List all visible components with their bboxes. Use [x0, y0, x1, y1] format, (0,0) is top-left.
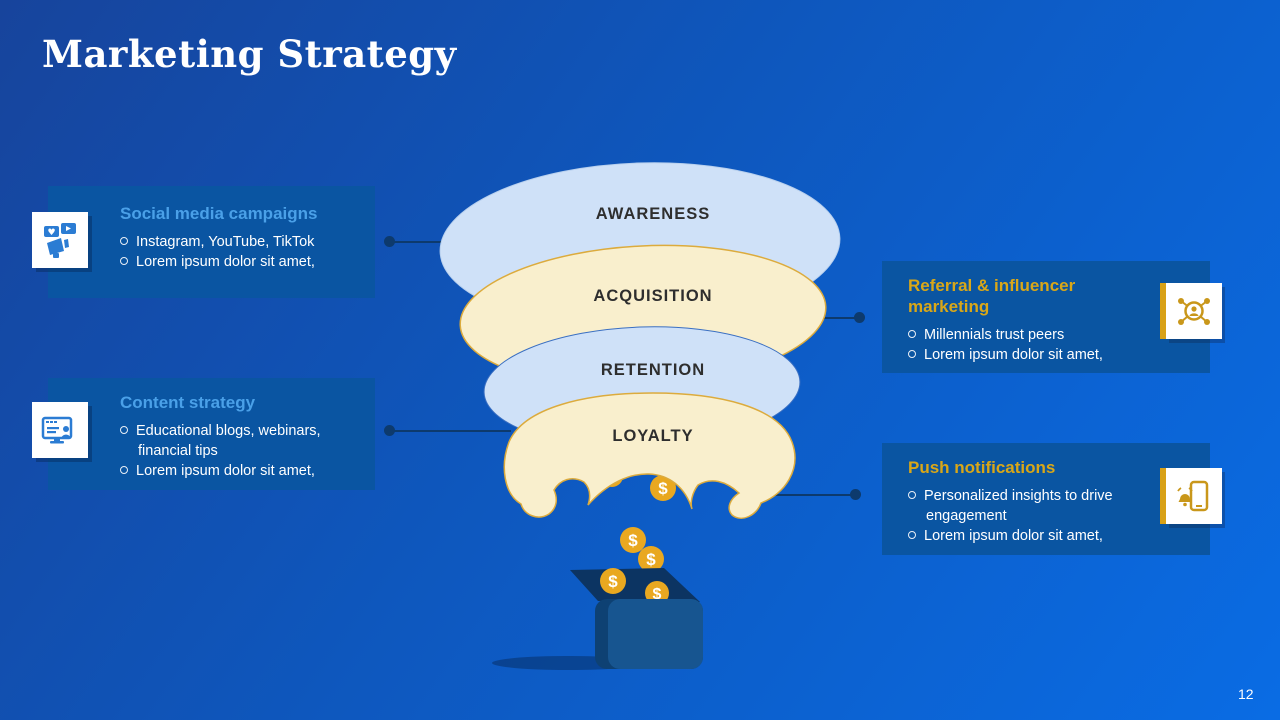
callout-social-media: Social media campaigns Instagram, YouTub… [48, 186, 375, 298]
svg-text:$: $ [608, 572, 618, 591]
connector-line [760, 494, 852, 496]
bullet-item: Lorem ipsum dolor sit amet, [908, 345, 1114, 365]
influencer-network-icon [1178, 298, 1210, 325]
coin: $ [600, 568, 626, 594]
bullet-circle-icon [120, 257, 128, 265]
bullet-item: Lorem ipsum dolor sit amet, [120, 252, 345, 272]
coin: $ [650, 475, 676, 501]
icon-tile [1160, 468, 1222, 524]
bullet-item: Instagram, YouTube, TikTok [120, 232, 345, 252]
page-number: 12 [1238, 686, 1254, 702]
money-box-body [608, 599, 703, 669]
bullet-circle-icon [120, 426, 128, 434]
svg-text:$: $ [646, 550, 656, 569]
svg-text:$: $ [653, 586, 662, 603]
callout-bullets: Millennials trust peers Lorem ipsum dolo… [908, 325, 1114, 365]
bullet-circle-icon [908, 531, 916, 539]
bullet-item: Lorem ipsum dolor sit amet, [908, 526, 1114, 546]
callout-push-notifications: Push notifications Personalized insights… [882, 443, 1210, 555]
callout-bullets: Personalized insights to drive engagemen… [908, 486, 1114, 546]
bullet-item: Lorem ipsum dolor sit amet, [120, 461, 345, 481]
svg-text:$: $ [628, 531, 638, 550]
callout-content-strategy: Content strategy Educational blogs, webi… [48, 378, 375, 490]
funnel-stage-loyalty [503, 392, 796, 519]
bullet-circle-icon [908, 330, 916, 338]
callout-title: Push notifications [908, 458, 1056, 477]
callout-title: Social media campaigns [120, 204, 318, 223]
content-strategy-browser-icon [41, 416, 73, 444]
connector-line [818, 317, 856, 319]
callout-title: Referral & influencer marketing [908, 276, 1076, 316]
callout-bullets: Instagram, YouTube, TikTok Lorem ipsum d… [120, 232, 345, 272]
stage-label-awareness: AWARENESS [596, 205, 710, 223]
callout-bullets: Educational blogs, webinars, financial t… [120, 421, 345, 481]
page-title: Marketing Strategy [42, 32, 457, 76]
stage-label-acquisition: ACQUISITION [593, 287, 712, 305]
marketing-funnel-diagram: AWARENESS ACQUISITION RETENTION $ $ LOYA… [439, 162, 841, 670]
social-media-megaphone-icon: ♥ [44, 223, 76, 258]
icon-tile: ♥ [32, 212, 88, 268]
icon-tile [1160, 283, 1222, 339]
money-box-flap [570, 568, 700, 602]
connector-dot [384, 236, 395, 247]
bullet-circle-icon [908, 491, 916, 499]
icon-tile [32, 402, 88, 458]
connector-line [389, 430, 511, 432]
connector-line [389, 241, 445, 243]
callout-referral-marketing: Referral & influencer marketing Millenni… [882, 261, 1210, 373]
connector-dot [854, 312, 865, 323]
svg-text:$: $ [658, 479, 668, 498]
bullet-circle-icon [908, 350, 916, 358]
coin: $ [638, 546, 664, 572]
coin: $ [620, 527, 646, 553]
phone-notification-icon [1177, 480, 1209, 512]
bullet-circle-icon [120, 466, 128, 474]
bullet-item: Personalized insights to drive engagemen… [908, 486, 1114, 526]
bullet-item: Millennials trust peers [908, 325, 1114, 345]
bullet-circle-icon [120, 237, 128, 245]
stage-label-retention: RETENTION [601, 361, 705, 379]
connector-dot [850, 489, 861, 500]
connector-dot [384, 425, 395, 436]
bullet-item: Educational blogs, webinars, financial t… [120, 421, 345, 461]
stage-label-loyalty: LOYALTY [612, 427, 693, 445]
callout-title: Content strategy [120, 393, 256, 412]
svg-text:♥: ♥ [47, 228, 55, 238]
